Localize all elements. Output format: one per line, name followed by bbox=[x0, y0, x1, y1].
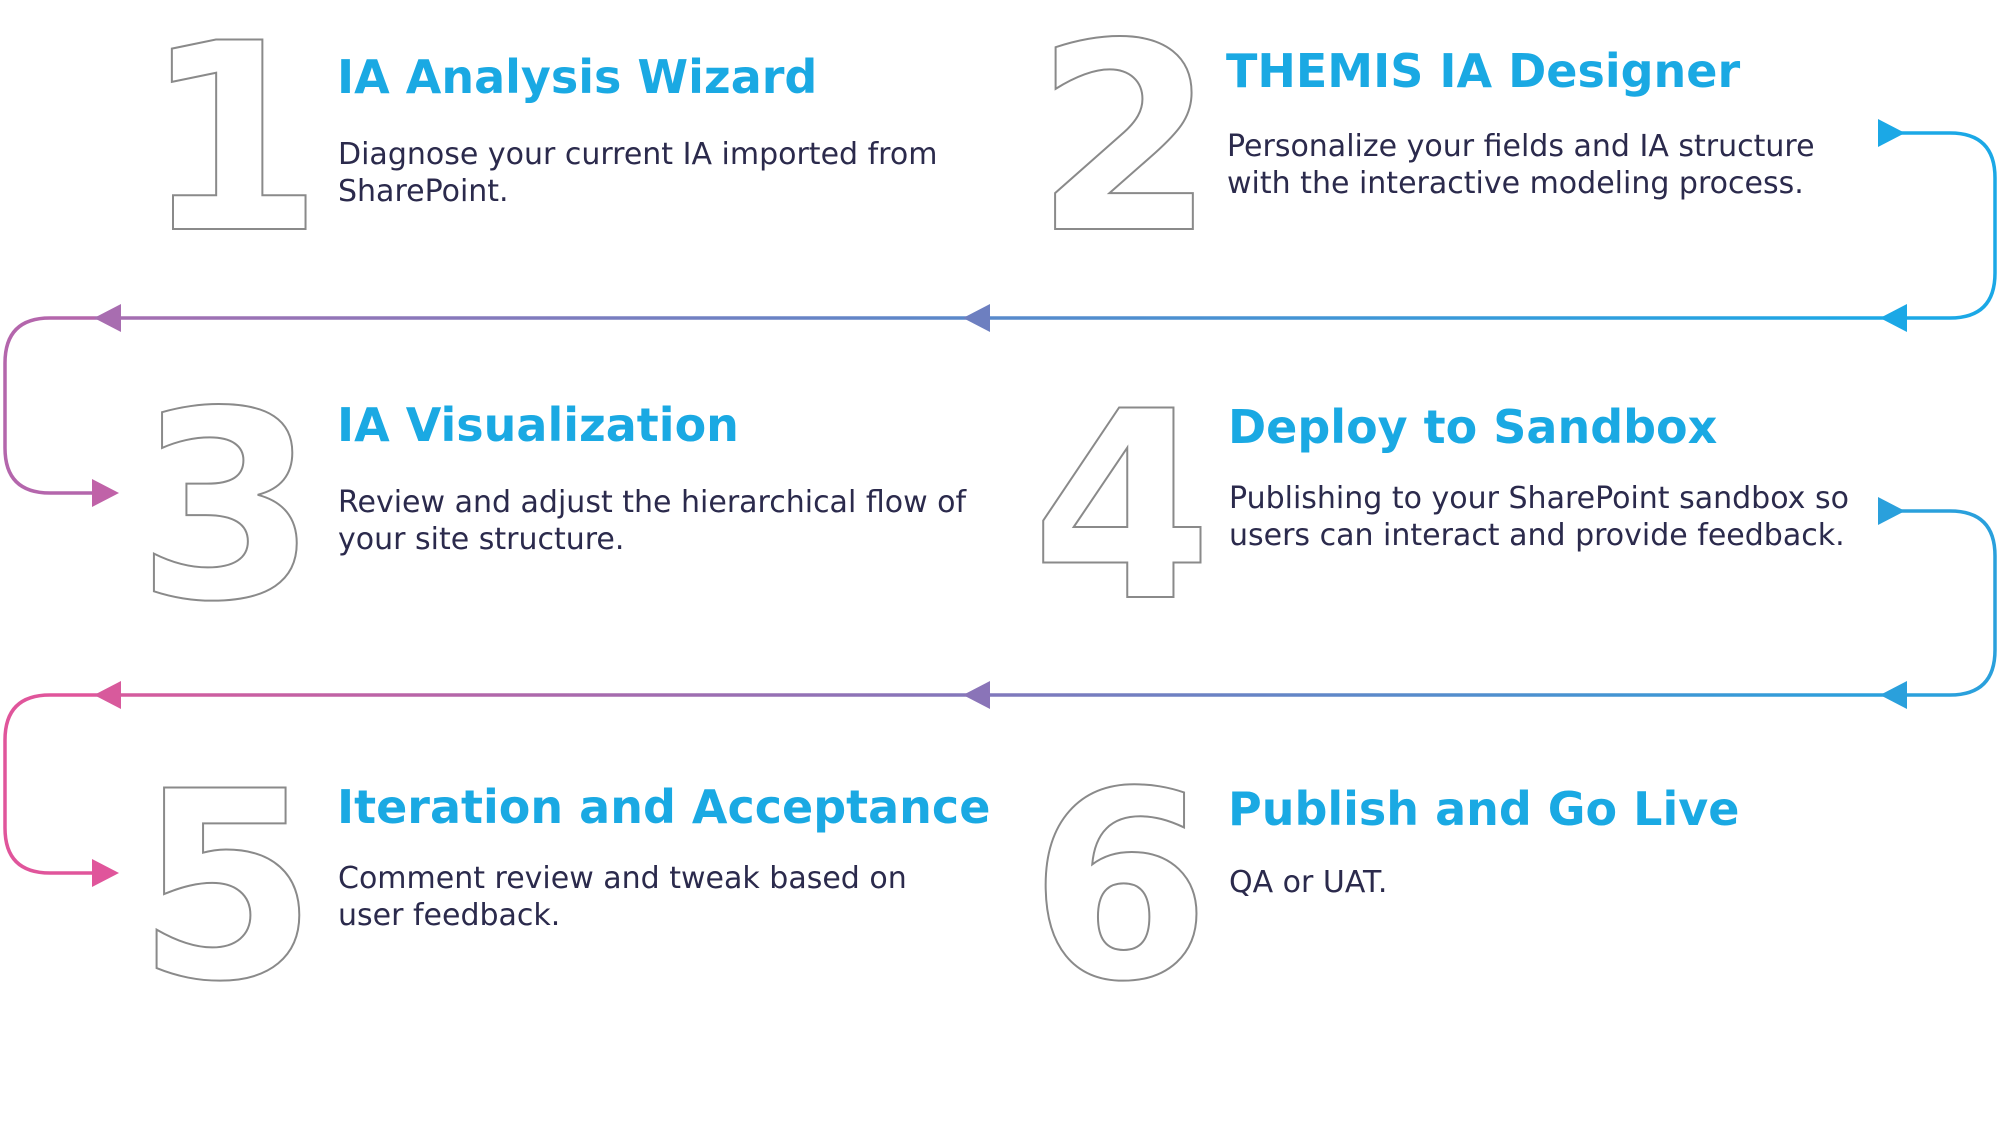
step-description-4: Publishing to your SharePoint sandbox so… bbox=[1229, 481, 1849, 553]
connector-right-top bbox=[1895, 131, 1997, 320]
step-number-1: 1 bbox=[142, 0, 325, 291]
arrowhead-left-bottom bbox=[92, 859, 119, 887]
step-title-4: Deploy to Sandbox bbox=[1228, 400, 1718, 454]
connector-left-top bbox=[3, 316, 95, 495]
step-description-3: Review and adjust the hierarchical flow … bbox=[338, 485, 967, 557]
step-title-6: Publish and Go Live bbox=[1228, 782, 1740, 836]
step-number-5: 5 bbox=[136, 737, 319, 1039]
step-title-1: IA Analysis Wizard bbox=[337, 50, 818, 104]
step-title-2: THEMIS IA Designer bbox=[1226, 44, 1741, 98]
step-number-2: 2 bbox=[1034, 0, 1217, 291]
step-number-6: 6 bbox=[1029, 737, 1212, 1039]
connector-right-bottom bbox=[1895, 509, 1997, 697]
step-description-1: Diagnose your current IA imported from S… bbox=[338, 137, 938, 209]
step-description-2: Personalize your fields and IA structure… bbox=[1227, 129, 1815, 201]
arrowhead-row-1-left bbox=[94, 304, 121, 332]
arrowhead-right-top-in bbox=[1878, 119, 1905, 147]
step-description-5: Comment review and tweak based on user f… bbox=[338, 861, 907, 933]
arrowhead-row-2-left bbox=[94, 681, 121, 709]
step-number-4: 4 bbox=[1031, 357, 1214, 659]
arrowhead-row-1-mid bbox=[963, 304, 990, 332]
step-number-3: 3 bbox=[136, 357, 319, 659]
connector-left-bottom bbox=[3, 693, 95, 875]
arrowhead-row-2-mid bbox=[963, 681, 990, 709]
step-title-5: Iteration and Acceptance bbox=[337, 780, 991, 834]
arrowhead-left-top bbox=[92, 479, 119, 507]
arrowhead-right-bottom-in bbox=[1878, 497, 1905, 525]
step-description-6: QA or UAT. bbox=[1229, 865, 1388, 900]
step-title-3: IA Visualization bbox=[337, 398, 739, 452]
